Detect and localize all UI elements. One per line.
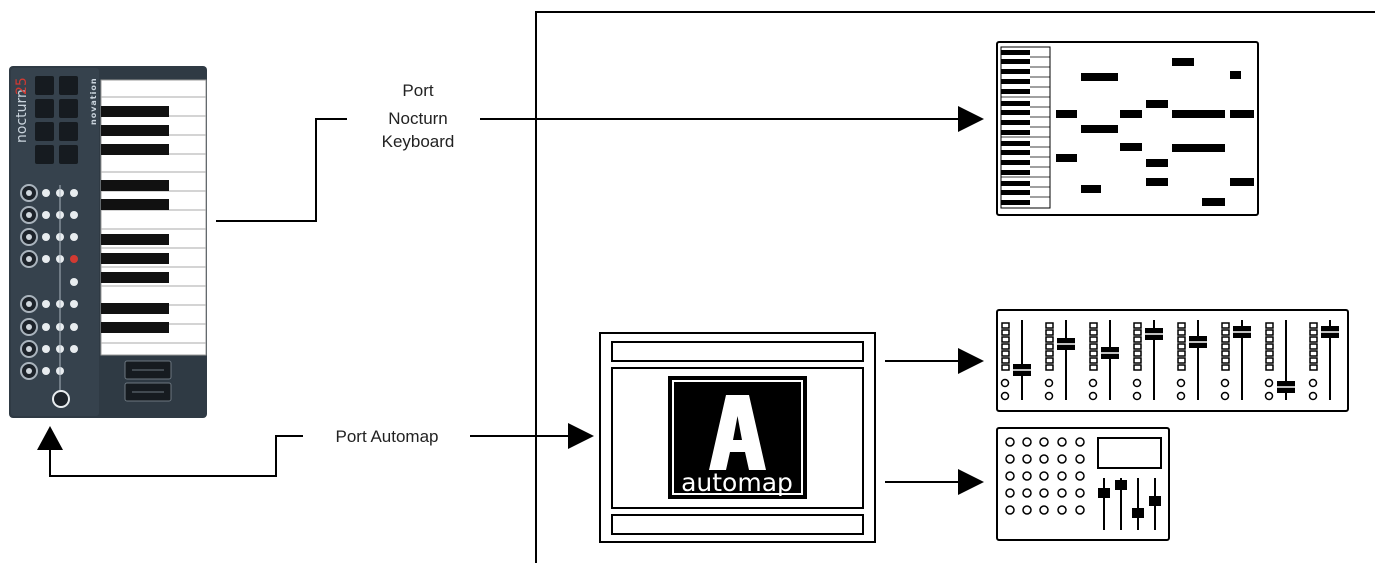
port-automap-label: Port Automap <box>335 427 438 446</box>
arrowhead-icon <box>958 348 984 374</box>
automap-window: automap <box>599 332 876 543</box>
surface-fader-caps <box>1098 480 1161 518</box>
port-keyboard-label-line3: Keyboard <box>382 132 455 151</box>
host-divider-line <box>535 11 1375 563</box>
port-keyboard-label-line2: Nocturn <box>388 109 448 128</box>
piano-roll-notes <box>1056 58 1254 206</box>
arrowhead-icon <box>37 426 63 450</box>
drum-pads <box>35 76 78 164</box>
nocturn-keyboard: nocturn 25 novation <box>9 66 207 418</box>
keyboard-brand-name: nocturn <box>14 89 30 143</box>
keyboard-main-encoder <box>52 390 70 408</box>
keyboard-brand-number: 25 <box>14 77 30 95</box>
mixer-faders-icon <box>996 309 1349 412</box>
keyboard-buttons <box>42 189 78 375</box>
automap-window-bottom-bar <box>611 514 864 535</box>
control-surface-icon <box>996 427 1170 541</box>
surface-display <box>1097 437 1162 469</box>
automap-window-top-bar <box>611 341 864 362</box>
automap-logo-text: automap <box>681 468 793 497</box>
port-keyboard-label-line1: Port <box>402 81 433 100</box>
keyboard-port-connector <box>216 118 347 222</box>
arrowhead-icon <box>958 106 984 132</box>
piano-roll-icon <box>996 41 1259 216</box>
surface-knob-grid <box>1005 437 1085 515</box>
keyboard-maker: novation <box>89 77 98 125</box>
arrowhead-icon <box>958 469 984 495</box>
arrowhead-icon <box>568 423 594 449</box>
automap-port-connector-left <box>49 435 303 477</box>
piano-keys <box>100 79 207 356</box>
automap-logo-icon: automap <box>668 376 807 499</box>
